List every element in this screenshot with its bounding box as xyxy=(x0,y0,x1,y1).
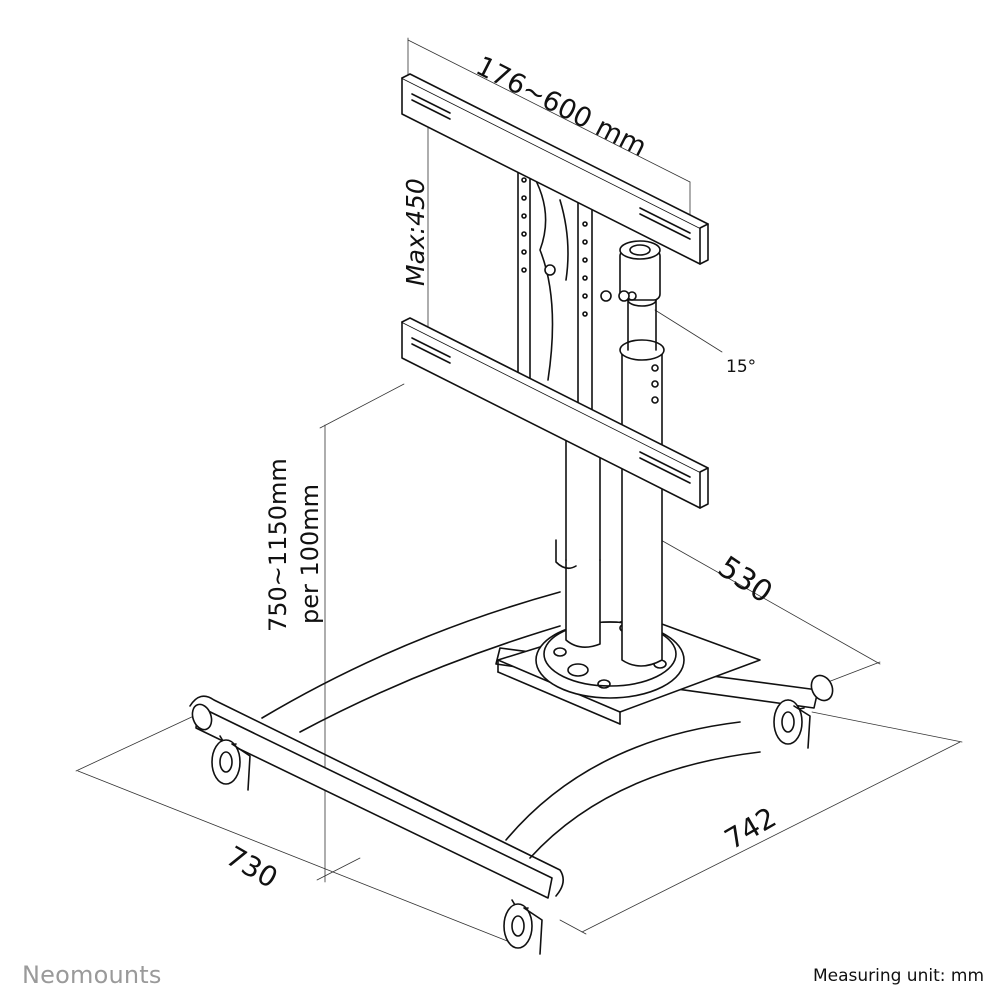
height-step-label: per 100mm xyxy=(296,484,324,624)
measuring-unit-note: Measuring unit: mm xyxy=(812,966,984,986)
castor-front-right xyxy=(503,899,543,955)
brand-logo: Neomounts xyxy=(22,961,162,989)
height-range-label: 750~1150mm xyxy=(264,458,292,632)
dimension-lines xyxy=(75,37,963,947)
vesa-height-label: Max:450 xyxy=(401,178,430,286)
tilt-label: 15° xyxy=(726,357,756,377)
vesa-bracket xyxy=(401,73,709,509)
depth-label: 530 xyxy=(712,550,779,611)
castor-rear-right xyxy=(773,699,811,749)
length-label: 730 xyxy=(221,839,284,894)
castor-front-left xyxy=(211,735,251,791)
